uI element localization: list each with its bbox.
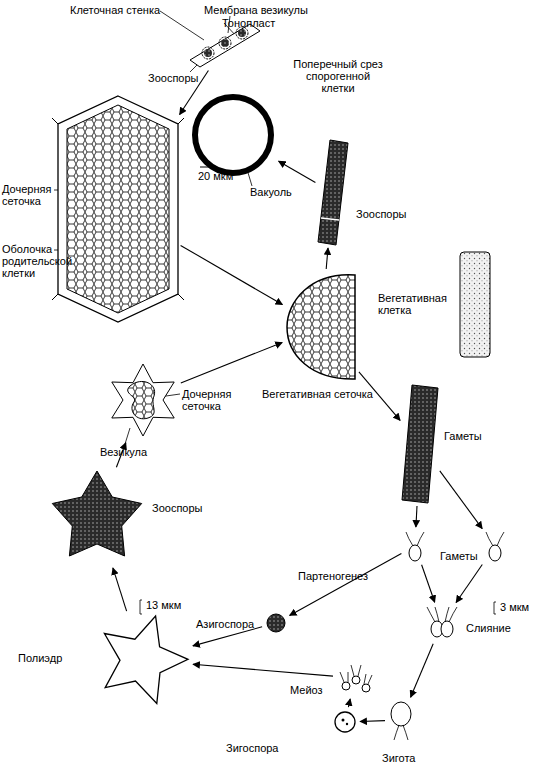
- leader-line: [160, 11, 204, 40]
- stage-label: Мейоз: [290, 684, 323, 696]
- stage-label: Азигоспора: [196, 618, 254, 630]
- cycle-arrow: [181, 343, 282, 383]
- stage-label: Мембрана везикулы: [204, 4, 308, 16]
- stage-label: Зооспоры: [152, 502, 202, 514]
- scale-label: 20 мкм: [198, 170, 233, 182]
- stage-label: Партеногенез: [298, 570, 368, 582]
- stage-label: Гаметы: [440, 550, 478, 562]
- stage-illustration: [484, 530, 506, 562]
- stage-node: Зооспоры: [318, 140, 348, 245]
- stage-illustration: [458, 252, 492, 357]
- stage-illustration: [402, 385, 438, 503]
- stage-illustration: [318, 140, 348, 245]
- cycle-arrow: [193, 664, 333, 676]
- stage-illustration: [404, 530, 426, 562]
- stage-label: Вакуоль: [250, 186, 292, 198]
- cycle-arrow: [113, 568, 127, 611]
- stage-node: Клеточная стенкаМембрана везикулыТонопла…: [188, 22, 262, 68]
- stage-label: Зигота: [382, 752, 415, 764]
- stage-label: Дочерняя сеточка: [182, 388, 242, 412]
- stage-node: Партеногенез: [404, 530, 426, 562]
- stage-node: Зигота: [388, 700, 414, 740]
- stage-node: Дочерняя сеточкаВезикула: [108, 356, 178, 440]
- stage-illustration: [48, 470, 146, 565]
- stage-node: Азигоспора: [265, 612, 287, 634]
- stage-label: Слияние: [466, 622, 511, 634]
- stage-node: Мейоз: [336, 660, 374, 696]
- cycle-arrow: [326, 248, 328, 269]
- stage-label: Вегетативная клетка: [378, 292, 454, 316]
- stage-node: Зигоспора: [333, 710, 357, 734]
- cycle-arrow: [416, 506, 417, 527]
- scale-bracket: [494, 602, 496, 614]
- stage-label: Полиэдр: [18, 652, 62, 664]
- cycle-arrow: [348, 699, 350, 707]
- stage-label: Клеточная стенка: [70, 4, 160, 16]
- stage-label: Дочерняя сеточка: [2, 183, 56, 207]
- stage-label: Зооспоры: [148, 72, 198, 84]
- stage-illustration: [265, 612, 287, 634]
- cycle-arrow: [279, 161, 316, 182]
- stage-node: Дочерняя сеточкаОболочка родительской кл…: [58, 96, 178, 322]
- scale-label: 13 мкм: [146, 599, 181, 611]
- stage-label: Гаметы: [444, 430, 482, 442]
- stage-illustration: [94, 614, 190, 706]
- stage-label: Зигоспора: [226, 742, 279, 754]
- stage-node: Вегетативная клетка: [458, 252, 492, 357]
- stage-label: Зооспоры: [356, 208, 406, 220]
- stage-node: Слияние: [425, 605, 459, 641]
- scale-bracket: [140, 600, 142, 614]
- cycle-arrow: [181, 245, 283, 304]
- stage-node: Гаметы: [484, 530, 506, 562]
- cycle-arrow: [440, 471, 482, 529]
- stage-label: Вегетативная сеточка: [262, 388, 373, 400]
- cycle-arrow: [456, 565, 482, 603]
- cycle-arrow: [422, 565, 435, 602]
- stage-illustration: [285, 272, 357, 382]
- stage-illustration: [336, 660, 374, 696]
- stage-node: Поперечный срез спорогенной клеткиВакуол…: [190, 92, 276, 178]
- scale-label: 3 мкм: [500, 601, 529, 613]
- stage-node: Гаметы: [402, 385, 438, 503]
- cycle-arrow: [411, 644, 434, 697]
- stage-label: Везикула: [100, 446, 147, 458]
- stage-node: Зооспоры: [48, 470, 146, 565]
- stage-illustration: [425, 605, 459, 641]
- stage-illustration: [388, 700, 414, 740]
- stage-illustration: [58, 96, 178, 322]
- stage-label: Поперечный срез спорогенной клетки: [292, 58, 384, 94]
- leader-line: [125, 428, 130, 444]
- stage-node: Полиэдр: [94, 614, 190, 706]
- stage-label: Тонопласт: [222, 17, 275, 29]
- stage-illustration: [333, 710, 357, 734]
- stage-illustration: [108, 356, 178, 440]
- stage-node: Вегетативная сеточка: [285, 272, 357, 382]
- cycle-arrow: [360, 720, 385, 722]
- stage-label: Оболочка родительской клетки: [2, 243, 56, 279]
- stage-illustration: [190, 92, 276, 178]
- cycle-arrow: [290, 554, 402, 616]
